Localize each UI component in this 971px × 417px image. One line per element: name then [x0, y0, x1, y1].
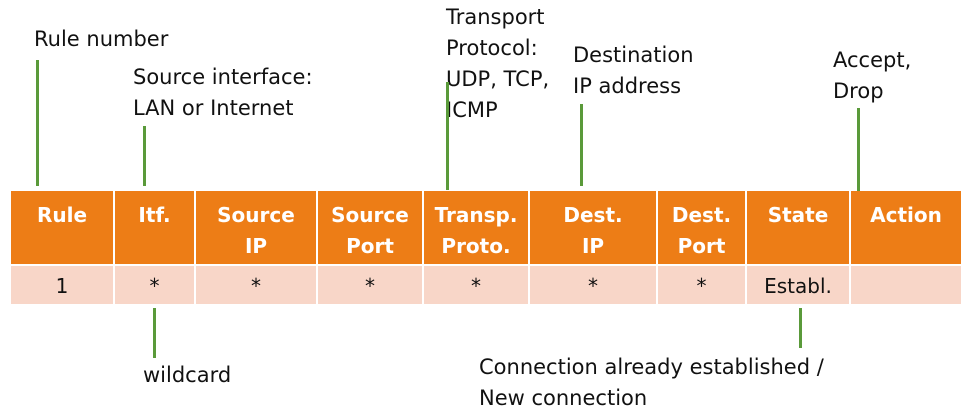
- column-header-destination-ip-line-1: Dest.: [563, 203, 623, 227]
- table-header-row: Rule Itf. Source IP Source Port Transp. …: [11, 191, 961, 264]
- connection-state-pointer-line: [799, 308, 802, 348]
- column-header-source-port: Source Port: [318, 191, 424, 264]
- cell-destination-ip: *: [530, 264, 658, 304]
- transport-protocol-label-line-2: Protocol:: [446, 36, 538, 60]
- rule-number-label: Rule number: [34, 27, 169, 51]
- column-header-state: State: [747, 191, 851, 264]
- cell-rule: 1: [11, 264, 115, 304]
- transport-protocol-label-line-1: Transport: [446, 5, 545, 29]
- column-header-source-ip-line-2: IP: [244, 234, 268, 258]
- transport-protocol-pointer-line: [446, 82, 449, 190]
- column-header-transport-protocol: Transp. Proto.: [424, 191, 530, 264]
- column-header-transport-protocol-line-1: Transp.: [434, 203, 518, 227]
- connection-state-label-line-2: New connection: [479, 386, 648, 410]
- cell-source-port: *: [318, 264, 424, 304]
- accept-drop-label-line-1: Accept,: [833, 48, 912, 72]
- column-header-destination-ip: Dest. IP: [530, 191, 658, 264]
- destination-ip-pointer-line: [580, 104, 583, 186]
- destination-ip-label-line-2: IP address: [573, 74, 682, 98]
- column-header-action-line-1: Action: [870, 203, 942, 227]
- wildcard-annotation: wildcard: [143, 360, 231, 391]
- cell-interface: *: [115, 264, 196, 304]
- transport-protocol-annotation: Transport Protocol: UDP, TCP, ICMP: [446, 2, 549, 126]
- rule-number-annotation: Rule number: [34, 24, 168, 55]
- accept-drop-label-line-2: Drop: [833, 79, 884, 103]
- destination-ip-label-line-1: Destination: [573, 43, 694, 67]
- firewall-rule-table: Rule Itf. Source IP Source Port Transp. …: [11, 191, 961, 304]
- cell-state: Establ.: [747, 264, 851, 304]
- column-header-destination-port-line-2: Port: [677, 234, 726, 258]
- column-header-source-ip-line-1: Source: [217, 203, 295, 227]
- transport-protocol-label-line-4: ICMP: [446, 98, 498, 122]
- cell-destination-port: *: [658, 264, 747, 304]
- cell-action: [851, 264, 961, 304]
- rule-number-pointer-line: [36, 60, 39, 186]
- column-header-destination-port: Dest. Port: [658, 191, 747, 264]
- destination-ip-annotation: Destination IP address: [573, 40, 694, 102]
- source-interface-label-line-2: LAN or Internet: [133, 96, 294, 120]
- wildcard-pointer-line: [153, 308, 156, 358]
- accept-drop-annotation: Accept, Drop: [833, 45, 911, 107]
- column-header-transport-protocol-line-2: Proto.: [441, 234, 511, 258]
- wildcard-label: wildcard: [143, 363, 232, 387]
- cell-source-ip: *: [196, 264, 318, 304]
- column-header-rule-line-1: Rule: [36, 203, 88, 227]
- source-interface-pointer-line: [143, 126, 146, 186]
- column-header-rule: Rule: [11, 191, 115, 264]
- column-header-destination-port-line-1: Dest.: [671, 203, 732, 227]
- column-header-state-line-1: State: [767, 203, 829, 227]
- connection-state-label-line-1: Connection already established /: [479, 355, 824, 379]
- source-interface-label-line-1: Source interface:: [133, 65, 313, 89]
- column-header-source-ip: Source IP: [196, 191, 318, 264]
- source-interface-annotation: Source interface: LAN or Internet: [133, 62, 313, 124]
- column-header-interface-line-1: Itf.: [138, 203, 171, 227]
- connection-state-annotation: Connection already established / New con…: [479, 352, 824, 414]
- column-header-interface: Itf.: [115, 191, 196, 264]
- column-header-action: Action: [851, 191, 961, 264]
- column-header-source-port-line-2: Port: [346, 234, 394, 258]
- table-row: 1 * * * * * * Establ.: [11, 264, 961, 304]
- column-header-source-port-line-1: Source: [331, 203, 409, 227]
- cell-transport-protocol: *: [424, 264, 530, 304]
- transport-protocol-label-line-3: UDP, TCP,: [446, 67, 550, 91]
- column-header-destination-ip-line-2: IP: [581, 234, 605, 258]
